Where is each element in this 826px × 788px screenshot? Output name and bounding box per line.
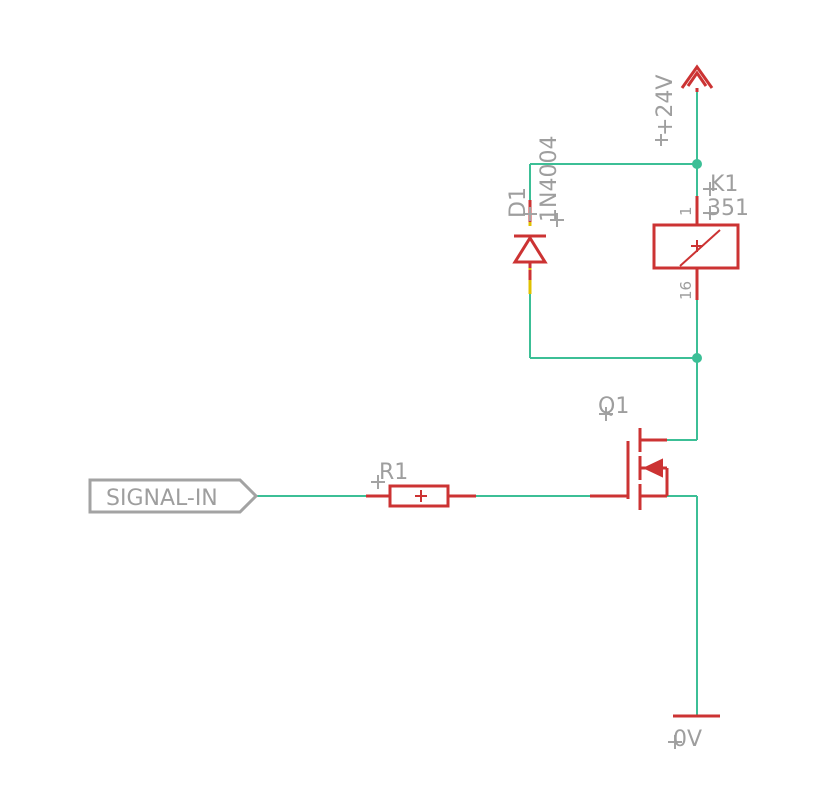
resistor-label-origin-cross (371, 475, 385, 489)
mosfet-name-label: Q1 (598, 394, 629, 419)
relay-pin16-label: 16 (677, 281, 695, 300)
relay-name-label: K1 (710, 172, 738, 197)
diode-label-origin-cross (523, 207, 564, 227)
relay-pin1-label: 1 (677, 206, 695, 216)
wire-bottom-bus[interactable] (529, 294, 698, 440)
relay-label-origin-cross (703, 182, 717, 220)
junction-top[interactable] (692, 159, 702, 169)
resistor-r1[interactable] (366, 484, 476, 508)
wire-source-to-ground[interactable] (667, 495, 698, 716)
junction-bottom[interactable] (692, 353, 702, 363)
supply-symbol[interactable] (680, 64, 714, 92)
diode-value-label: 1N4004 (537, 136, 562, 222)
supply-label-origin-cross (655, 134, 668, 146)
signal-in-port[interactable] (88, 478, 259, 514)
relay-k1[interactable] (652, 196, 740, 300)
ground-label-origin-cross (668, 735, 682, 749)
wire-top-bus[interactable] (529, 163, 698, 200)
supply-label: +24V (653, 75, 678, 136)
diode-name-label: D1 (506, 187, 531, 218)
resistor-name-label: R1 (379, 460, 408, 485)
mosfet-q1[interactable] (590, 428, 669, 510)
relay-value-label: 351 (707, 196, 749, 221)
ground-label: 0V (673, 727, 702, 752)
signal-in-label: SIGNAL-IN (106, 486, 218, 511)
mosfet-label-origin-cross (599, 407, 613, 421)
